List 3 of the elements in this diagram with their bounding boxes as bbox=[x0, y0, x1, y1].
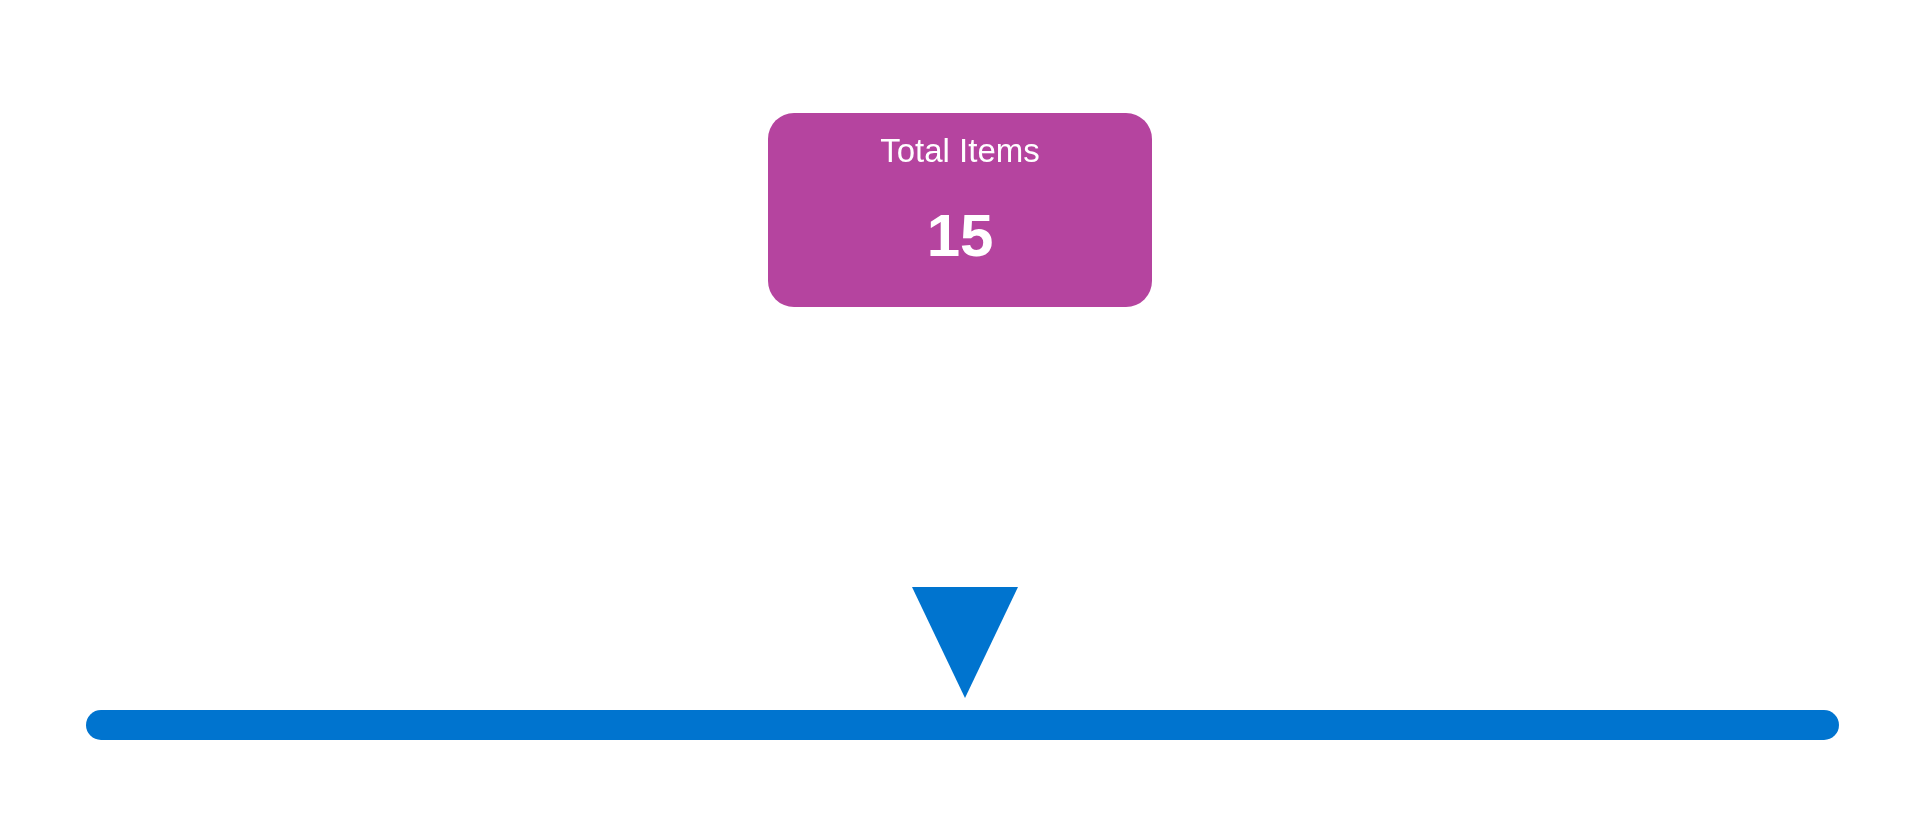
stat-card bbox=[768, 113, 1152, 307]
card-title: Total Items bbox=[879, 131, 1041, 171]
count-value: 15 bbox=[925, 203, 995, 269]
